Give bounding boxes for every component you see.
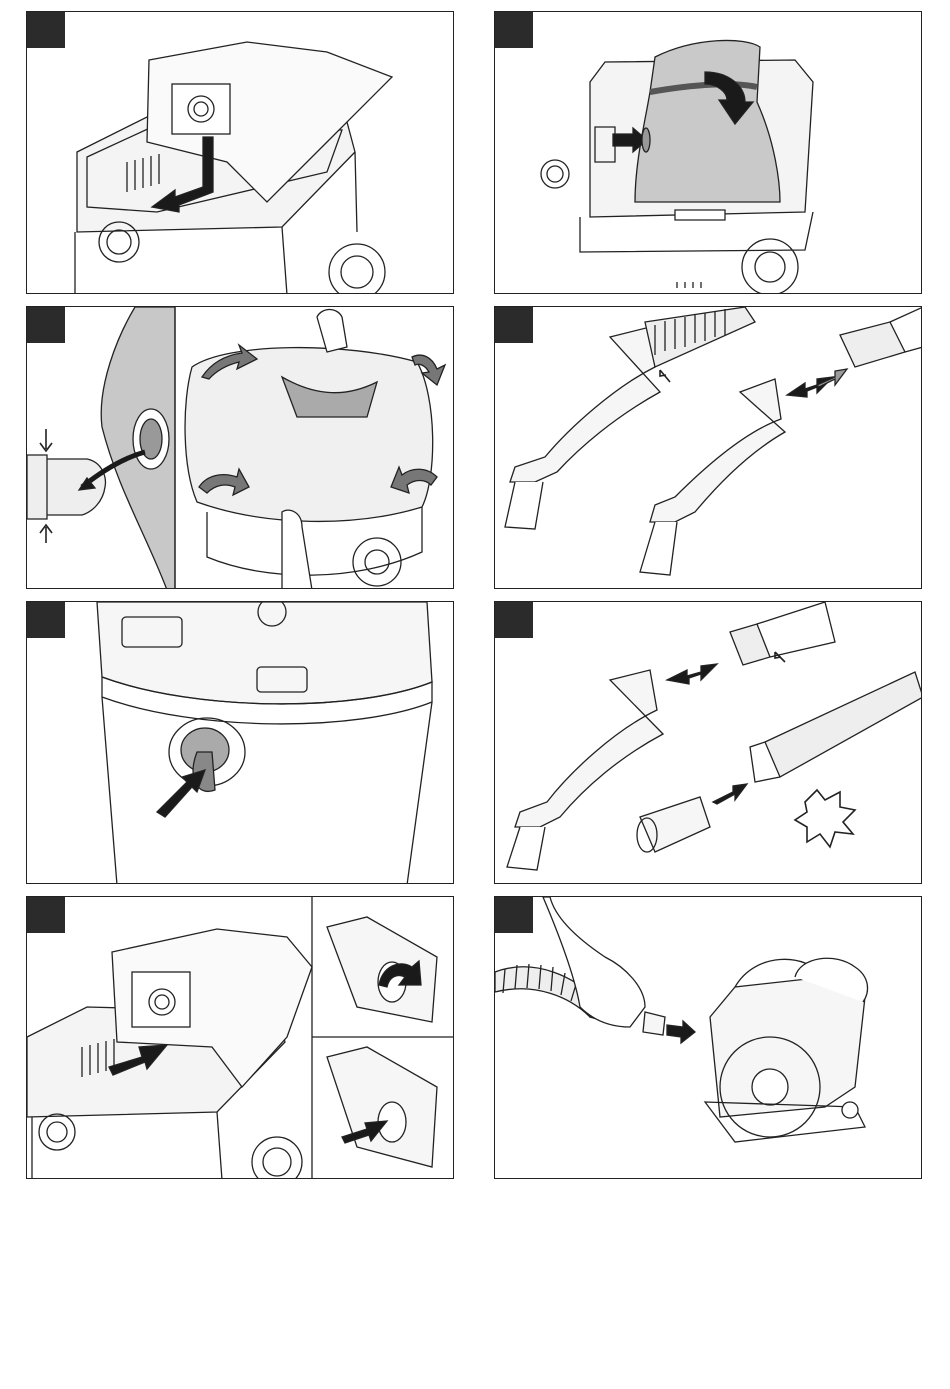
vacuum-bag-insert-illustration: [27, 12, 454, 294]
hose-handle-icon: [510, 327, 660, 482]
hose-adapter-icon: [640, 797, 710, 852]
circular-saw-icon: [710, 977, 865, 1117]
hose-handle-icon: [515, 670, 663, 827]
power-tool-connect-illustration: [495, 897, 922, 1179]
step-panel-5: [26, 601, 454, 884]
hand-icon: [317, 310, 347, 353]
hose-icon: [765, 672, 922, 777]
step-panel-4: [494, 306, 922, 589]
step-panel-2: [494, 11, 922, 294]
step-panel-8: [494, 896, 922, 1179]
remove-bag-illustration: [27, 307, 454, 589]
step-panel-6: [494, 601, 922, 884]
step-panel-1: [26, 11, 454, 294]
bag-close-illustration: [27, 897, 454, 1179]
hose-adapter-illustration: [495, 602, 922, 884]
step-panel-3: [26, 306, 454, 589]
double-arrow-icon: [787, 377, 833, 397]
fabric-cover-icon: [185, 348, 433, 522]
inlet-flap-illustration: [27, 602, 454, 884]
hose-detach-illustration: [495, 307, 922, 589]
filter-sack-icon: [635, 40, 780, 202]
filter-sack-illustration: [495, 12, 922, 294]
hose-cuff-icon: [840, 322, 905, 367]
burst-icon: [795, 790, 855, 847]
hand-icon: [543, 897, 645, 1027]
step-panel-7: [26, 896, 454, 1179]
